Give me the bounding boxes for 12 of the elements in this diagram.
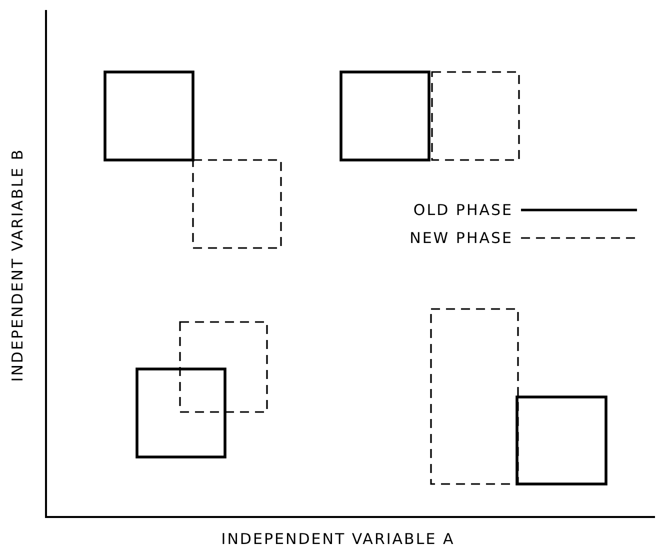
- old-phase-region: [104, 70, 194, 162]
- legend-label: OLD PHASE: [413, 201, 513, 219]
- old-phase-region: [136, 368, 226, 458]
- x-axis-title: INDEPENDENT VARIABLE A: [221, 530, 455, 548]
- new-phase-region: [431, 71, 520, 161]
- old-phase-region: [340, 70, 430, 162]
- new-phase-region: [430, 308, 519, 485]
- legend-label: NEW PHASE: [410, 229, 513, 247]
- new-phase-region: [179, 321, 268, 413]
- new-phase-region: [192, 159, 282, 249]
- old-phase-region: [516, 396, 608, 486]
- y-axis-title: INDEPENDENT VARIABLE B: [9, 148, 27, 382]
